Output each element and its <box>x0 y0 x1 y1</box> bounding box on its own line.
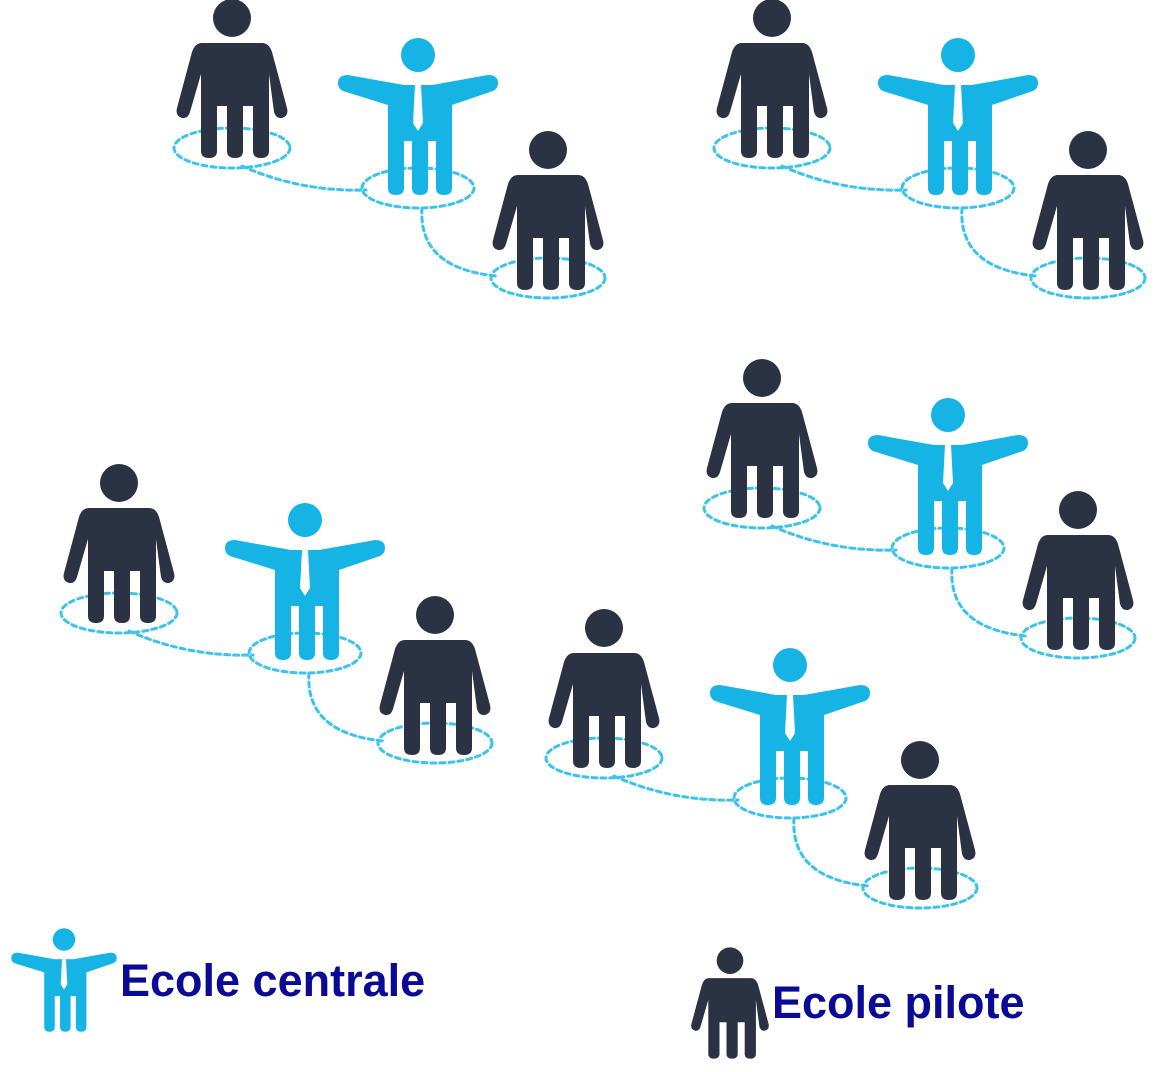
network-link <box>127 629 255 657</box>
central-school-figure <box>225 503 385 660</box>
person-arms-raised-icon <box>11 928 117 1032</box>
network-link <box>612 774 740 802</box>
school-cluster <box>544 609 979 910</box>
school-cluster <box>59 464 494 765</box>
network-link <box>950 566 1028 638</box>
school-cluster <box>702 359 1137 660</box>
central-school-figure <box>710 648 870 805</box>
network-link <box>780 164 908 192</box>
pilot-school-figure <box>864 741 976 900</box>
central-school-figure <box>338 38 498 195</box>
network-link <box>770 524 898 552</box>
school-cluster <box>712 0 1147 300</box>
legend-pilot-school: Ecole pilote <box>688 935 1025 1071</box>
central-school-figure <box>868 398 1028 555</box>
pilot-school-figure <box>379 596 491 755</box>
network-link <box>420 206 498 278</box>
network-link <box>960 206 1038 278</box>
legend-central-school: Ecole centrale <box>8 916 425 1046</box>
school-cluster <box>172 0 607 300</box>
pilot-school-figure <box>492 131 604 290</box>
network-link <box>307 671 385 743</box>
pilot-school-figure <box>1032 131 1144 290</box>
legend-pilot-label: Ecole pilote <box>772 977 1025 1028</box>
network-link <box>792 816 870 888</box>
network-link <box>240 164 368 192</box>
pilot-school-figure <box>1022 491 1134 650</box>
person-standing-icon <box>691 947 769 1059</box>
legend-central-label: Ecole centrale <box>120 955 426 1006</box>
central-school-figure <box>878 38 1038 195</box>
